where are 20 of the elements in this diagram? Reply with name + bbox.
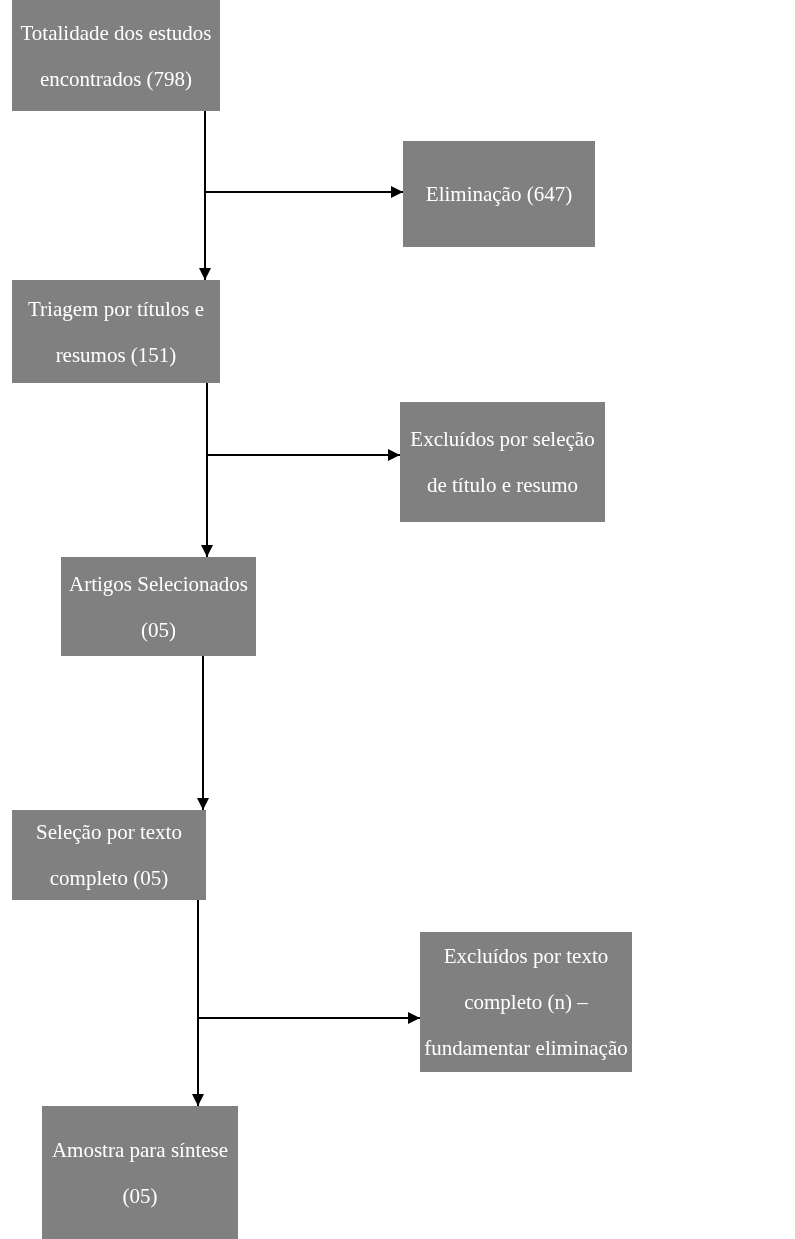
box-label: Totalidade dos estudos encontrados (798)	[19, 19, 213, 93]
process-box	[403, 141, 595, 247]
process-box	[12, 0, 220, 111]
arrow	[199, 110, 211, 281]
process-box	[42, 1106, 238, 1239]
arrow	[201, 382, 213, 558]
box-label: Amostra para síntese (05)	[50, 1136, 230, 1210]
arrow	[192, 899, 204, 1107]
box-label: Excluídos por texto completo (n) – fundamentar eliminação	[423, 943, 629, 1062]
process-box	[420, 932, 632, 1072]
process-box	[61, 557, 256, 656]
process-box	[12, 280, 220, 383]
box-label: Eliminação (647)	[425, 181, 573, 208]
process-box	[400, 402, 605, 522]
box-label: Triagem por títulos e resumos (151)	[27, 295, 205, 369]
box-label: Excluídos por seleção de título e resumo	[409, 426, 596, 499]
process-box	[12, 810, 206, 900]
arrow	[197, 655, 209, 811]
box-label: Seleção por texto completo (05)	[35, 819, 183, 892]
box-label: Artigos Selecionados (05)	[67, 570, 250, 644]
